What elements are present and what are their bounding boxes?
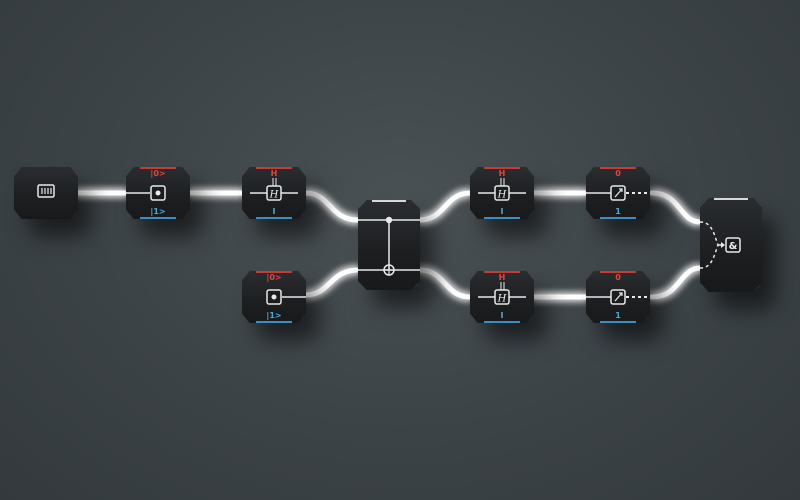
state-one-label: |1> bbox=[150, 207, 166, 216]
gate-i-label: I bbox=[272, 207, 276, 216]
gate-symbol: H bbox=[497, 190, 507, 201]
gate-i-label: I bbox=[500, 311, 504, 320]
hadamard-node-2[interactable]: H H I bbox=[470, 167, 534, 219]
hadamard-icon: H bbox=[478, 178, 526, 201]
result-one-label: 1 bbox=[615, 311, 621, 320]
dot-square-icon bbox=[126, 185, 166, 201]
and-icon: & bbox=[700, 221, 741, 269]
gate-symbol: H bbox=[497, 294, 507, 305]
hadamard-icon: H bbox=[478, 282, 526, 305]
hadamard-node-3[interactable]: H H I bbox=[470, 271, 534, 323]
cnot-node[interactable] bbox=[358, 200, 420, 290]
measure-node-top[interactable]: 0 1 bbox=[586, 167, 650, 219]
init-node-bottom[interactable]: |0> |1> bbox=[242, 271, 306, 323]
meter-icon bbox=[586, 289, 650, 305]
measure-node-bottom[interactable]: 0 1 bbox=[586, 271, 650, 323]
meter-icon bbox=[586, 185, 650, 201]
gate-i-label: I bbox=[500, 207, 504, 216]
gate-symbol: H bbox=[269, 190, 279, 201]
source-node[interactable] bbox=[14, 167, 78, 219]
result-one-label: 1 bbox=[615, 207, 621, 216]
wire-init-bottom-to-cnot bbox=[303, 267, 361, 298]
hadamard-icon: H bbox=[250, 178, 298, 201]
wire-measure-top-to-and bbox=[649, 190, 703, 225]
and-symbol: & bbox=[729, 241, 738, 252]
result-zero-label: 0 bbox=[615, 169, 621, 178]
state-zero-label: |0> bbox=[150, 169, 166, 178]
wire-cnot-to-hadamard-bottom bbox=[417, 267, 473, 300]
result-zero-label: 0 bbox=[615, 273, 621, 282]
state-zero-label: |0> bbox=[266, 273, 282, 282]
dot-square-icon bbox=[266, 289, 306, 305]
cnot-icon bbox=[358, 216, 420, 276]
wire-cnot-to-hadamard-top bbox=[417, 190, 473, 223]
gate-h-label: H bbox=[498, 169, 506, 178]
gate-h-label: H bbox=[498, 273, 506, 282]
gate-h-label: H bbox=[270, 169, 278, 178]
battery-icon bbox=[37, 184, 55, 198]
state-one-label: |1> bbox=[266, 311, 282, 320]
hadamard-node-1[interactable]: H H I bbox=[242, 167, 306, 219]
and-gate-node[interactable]: & bbox=[700, 198, 762, 292]
wire-hadamard-to-cnot bbox=[303, 190, 361, 223]
init-node-top[interactable]: |0> |1> bbox=[126, 167, 190, 219]
wire-measure-bottom-to-and bbox=[649, 265, 703, 300]
